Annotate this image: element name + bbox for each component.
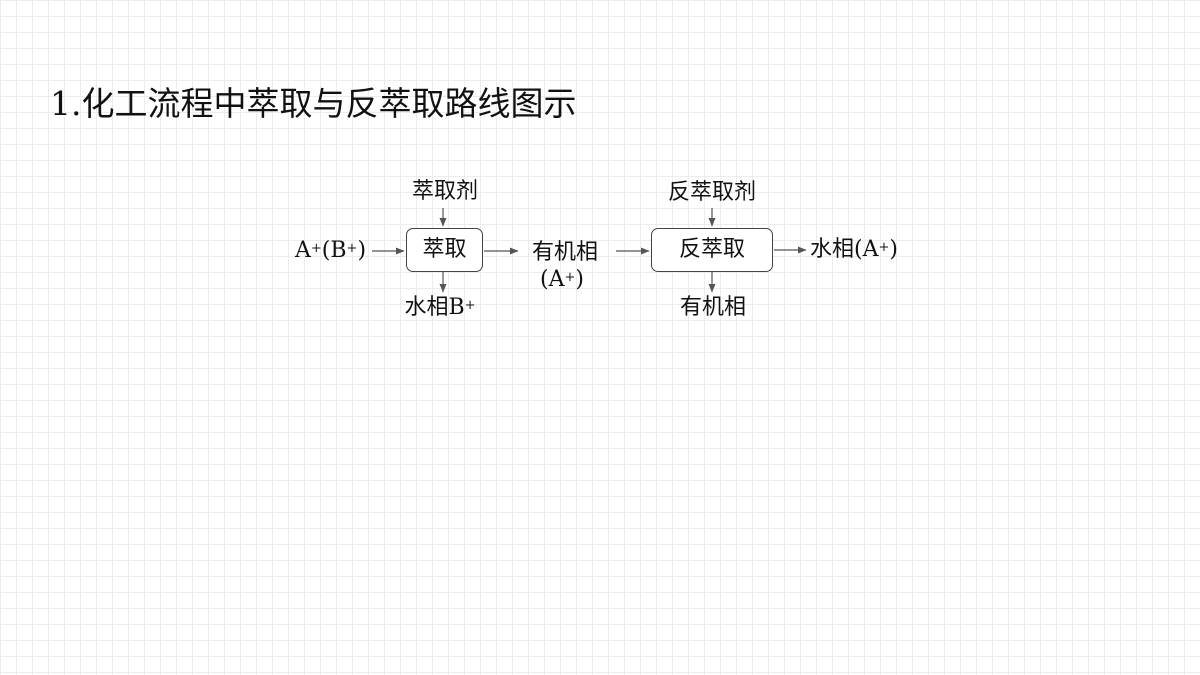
extraction-box: 萃取 [406, 228, 483, 272]
feed-label: A+(B+) [295, 238, 366, 264]
feed-ion-a: A [295, 238, 311, 263]
organic-content-charge: + [564, 270, 576, 285]
aqueous-product-close: ) [889, 237, 898, 262]
aqueous-phase-b-label: 水相B+ [404, 295, 475, 321]
extractant-label: 萃取剂 [411, 179, 479, 204]
stripping-agent-label: 反萃取剂 [667, 180, 757, 205]
organic-phase-content-label: (A+) [540, 267, 584, 293]
feed-ion-b: (B [321, 238, 347, 263]
aqueous-product-label: 水相(A+) [810, 237, 898, 263]
stripping-box: 反萃取 [651, 228, 773, 272]
feed-charge-a: + [310, 241, 322, 256]
organic-content-open: (A [540, 267, 565, 292]
organic-content-close: ) [575, 267, 584, 292]
aqueous-product-charge: + [878, 240, 890, 255]
organic-phase-label: 有机相 [531, 240, 599, 265]
aqueous-product-text: 水相(A [810, 237, 879, 262]
aqueous-b-charge: + [464, 298, 476, 313]
aqueous-b-text: 水相B [404, 295, 465, 320]
feed-close: ) [357, 238, 367, 263]
stripped-organic-label: 有机相 [679, 295, 747, 320]
page-title: 1.化工流程中萃取与反萃取路线图示 [50, 84, 577, 123]
feed-charge-b: + [346, 241, 358, 256]
